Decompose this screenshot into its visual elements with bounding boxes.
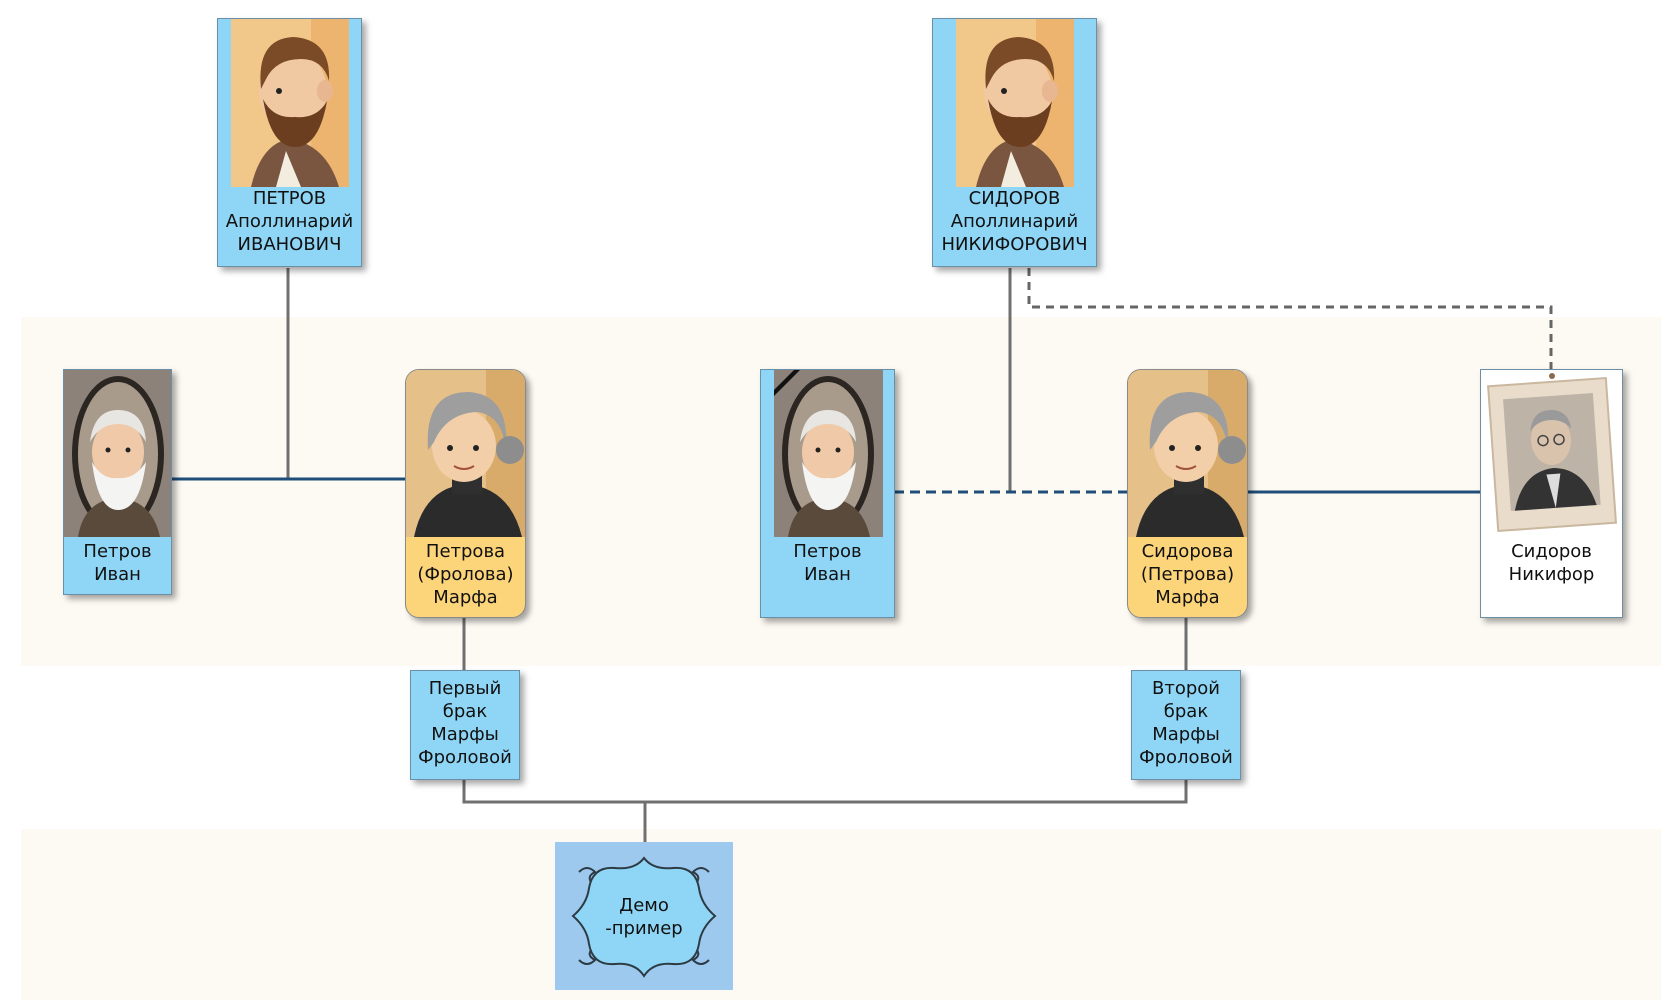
person-card-petrov-apollinariy[interactable]: ПЕТРОВ Аполлинарий ИВАНОВИЧ bbox=[217, 18, 362, 267]
person-name: Сидоров Никифор bbox=[1481, 540, 1622, 586]
person-card-sidorova-marfa[interactable]: Сидорова (Петрова) Марфа bbox=[1127, 369, 1248, 618]
name-line: ИВАНОВИЧ bbox=[237, 234, 342, 255]
person-name: Петрова (Фролова) Марфа bbox=[406, 540, 525, 609]
person-card-petrov-ivan-2[interactable]: Петров Иван bbox=[760, 369, 895, 618]
note-line: брак bbox=[442, 701, 488, 722]
framed-man-in-suit-portrait-icon bbox=[1481, 370, 1622, 537]
name-line: Иван bbox=[804, 564, 851, 585]
note-line: брак bbox=[1163, 701, 1209, 722]
person-name: Петров Иван bbox=[64, 540, 171, 586]
name-line: Марфа bbox=[1155, 587, 1220, 608]
note-line: Марфы bbox=[431, 724, 499, 745]
person-name: Петров Иван bbox=[761, 540, 894, 586]
old-bearded-man-oval-portrait-icon bbox=[774, 370, 883, 537]
name-line: Сидоров bbox=[1511, 541, 1592, 562]
young-bearded-man-portrait-icon bbox=[956, 19, 1074, 187]
person-name: СИДОРОВ Аполлинарий НИКИФОРОВИЧ bbox=[933, 187, 1096, 256]
young-bearded-man-portrait-icon bbox=[231, 19, 349, 187]
name-line: (Петрова) bbox=[1140, 564, 1235, 585]
name-line: Сидорова bbox=[1141, 541, 1234, 562]
name-line: Марфа bbox=[433, 587, 498, 608]
name-line: (Фролова) bbox=[417, 564, 514, 585]
name-line: Петрова bbox=[425, 541, 506, 562]
note-first-marriage[interactable]: Первый брак Марфы Фроловой bbox=[410, 670, 520, 780]
elderly-woman-portrait-icon bbox=[406, 370, 525, 537]
name-line: Петров bbox=[793, 541, 862, 562]
line-notes-to-demo bbox=[462, 780, 1188, 804]
mourning-ribbon-icon bbox=[774, 370, 800, 396]
old-bearded-man-oval-portrait-icon bbox=[64, 370, 171, 537]
ornate-frame-icon bbox=[571, 856, 717, 978]
note-second-marriage[interactable]: Второй брак Марфы Фроловой bbox=[1131, 670, 1241, 780]
note-line: Фроловой bbox=[1139, 747, 1233, 768]
name-line: Иван bbox=[94, 564, 141, 585]
demo-label: Демо -пример bbox=[555, 894, 733, 940]
name-line: НИКИФОРОВИЧ bbox=[941, 234, 1088, 255]
demo-example-badge[interactable]: Демо -пример bbox=[555, 842, 733, 990]
generation-band-children bbox=[21, 829, 1661, 1000]
person-card-sidorov-apollinariy[interactable]: СИДОРОВ Аполлинарий НИКИФОРОВИЧ bbox=[932, 18, 1097, 267]
note-line: Марфы bbox=[1152, 724, 1220, 745]
note-line: Второй bbox=[1152, 678, 1220, 699]
person-card-petrova-marfa[interactable]: Петрова (Фролова) Марфа bbox=[405, 369, 526, 618]
demo-line: Демо bbox=[619, 895, 669, 916]
elderly-woman-portrait-icon bbox=[1128, 370, 1247, 537]
name-line: СИДОРОВ bbox=[968, 188, 1061, 209]
name-line: ПЕТРОВ bbox=[252, 188, 327, 209]
person-name: Сидорова (Петрова) Марфа bbox=[1128, 540, 1247, 609]
name-line: Никифор bbox=[1508, 564, 1595, 585]
person-card-sidorov-nikifor[interactable]: Сидоров Никифор bbox=[1480, 369, 1623, 618]
person-card-petrov-ivan-1[interactable]: Петров Иван bbox=[63, 369, 172, 595]
note-line: Первый bbox=[428, 678, 502, 699]
name-line: Аполлинарий bbox=[950, 211, 1079, 232]
name-line: Аполлинарий bbox=[225, 211, 354, 232]
demo-line: -пример bbox=[605, 918, 683, 939]
name-line: Петров bbox=[83, 541, 152, 562]
note-line: Фроловой bbox=[418, 747, 512, 768]
person-name: ПЕТРОВ Аполлинарий ИВАНОВИЧ bbox=[218, 187, 361, 256]
dashed-link-sidorov-nikifor bbox=[1027, 268, 1553, 370]
